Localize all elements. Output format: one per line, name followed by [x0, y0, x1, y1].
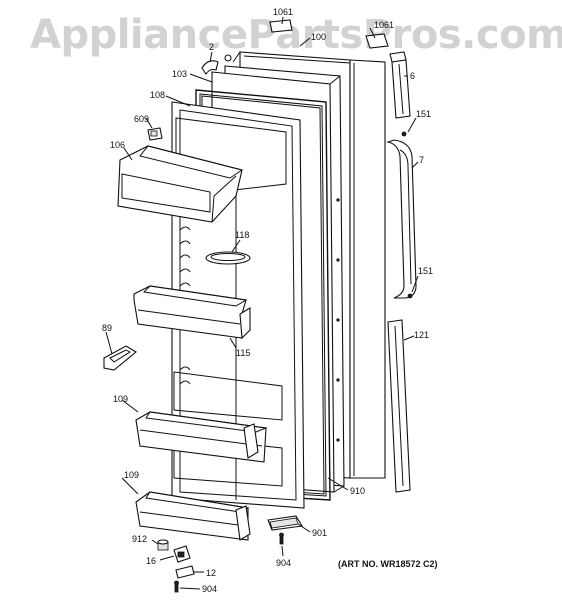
- callout-7: 7: [419, 155, 424, 165]
- callout-1061-right: 1061: [374, 20, 394, 30]
- dairy-door-hinge: [147, 127, 163, 141]
- callout-115: 115: [236, 348, 250, 358]
- art-number: (ART NO. WR18572 C2): [338, 559, 438, 569]
- callout-6: 6: [410, 71, 415, 81]
- callout-89: 89: [102, 323, 112, 333]
- shelf-retainer: [103, 345, 137, 371]
- hinge-bushing: [157, 539, 169, 551]
- cam-block: [267, 515, 303, 531]
- cap-clip: [201, 54, 232, 75]
- callout-109-lower: 109: [124, 470, 139, 480]
- callout-151-lower: 151: [418, 266, 433, 276]
- callout-912: 912: [132, 534, 147, 544]
- egg-tray: [205, 251, 251, 265]
- door-bin-upper: [135, 411, 268, 463]
- door-shelf-bin: [133, 285, 251, 340]
- callout-609: 609: [134, 114, 149, 124]
- handle-cap-bottom: [387, 319, 411, 493]
- callout-12: 12: [206, 568, 216, 578]
- callout-103: 103: [172, 69, 187, 79]
- hinge-cap: [269, 19, 389, 49]
- screw-upper: [279, 532, 284, 545]
- callout-100: 100: [311, 32, 326, 42]
- callout-121: 121: [414, 330, 429, 340]
- callout-901: 901: [312, 528, 327, 538]
- callout-16: 16: [146, 556, 156, 566]
- callout-118: 118: [235, 230, 249, 240]
- callout-904-upper: 904: [276, 558, 291, 568]
- callout-109-upper: 109: [113, 394, 128, 404]
- callout-151-upper: 151: [416, 109, 431, 119]
- dairy-bin: [117, 145, 244, 223]
- leader-lines: [105, 16, 419, 590]
- callout-910: 910: [350, 486, 365, 496]
- hinge-stop: [175, 565, 195, 579]
- watermark: AppliancePartsPros.com: [30, 12, 562, 58]
- callout-904-lower: 904: [202, 584, 217, 594]
- door-bin-lower: [135, 491, 251, 541]
- callout-2: 2: [209, 42, 214, 52]
- callout-108: 108: [150, 90, 165, 100]
- hinge-cam: [173, 545, 191, 563]
- screw-lower: [174, 580, 179, 593]
- callout-106: 106: [110, 140, 125, 150]
- callout-labels: 1061 1061 100 2 103 6 108 609 151 106 7 …: [102, 7, 438, 594]
- callout-1061-top: 1061: [273, 7, 293, 17]
- handle-cap-top: [389, 51, 411, 119]
- door-handle: [385, 131, 417, 299]
